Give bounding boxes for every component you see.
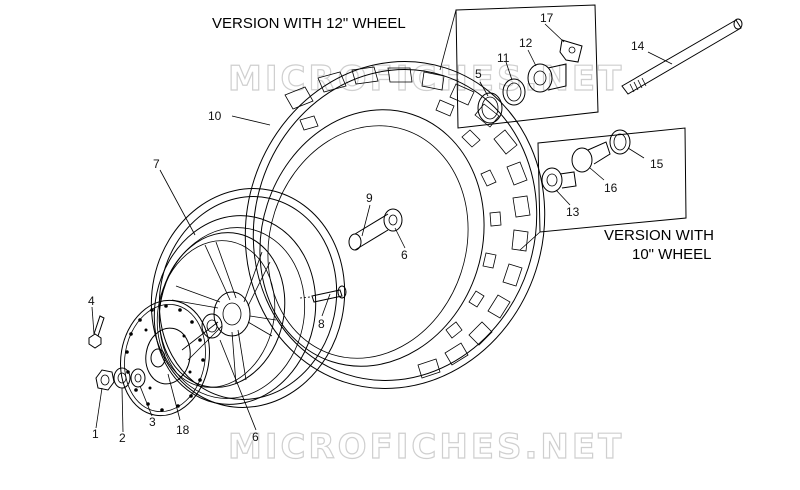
callout-3: 3 — [149, 415, 156, 429]
callout-5: 5 — [475, 67, 482, 81]
speedometer-drive-10 — [541, 167, 577, 193]
valve — [299, 285, 347, 303]
detail-leader-top — [439, 9, 457, 71]
wheel-axle — [621, 18, 743, 95]
bearing-rear — [383, 208, 403, 232]
bearing-ring-12 — [502, 78, 526, 106]
hub-bearing-front — [201, 313, 223, 339]
callout-1: 1 — [92, 427, 99, 441]
detail-box-12-wheel — [455, 4, 599, 129]
heading-version-10-line1: VERSION WITH — [604, 227, 714, 244]
rim — [150, 188, 346, 408]
tyre — [244, 61, 546, 389]
callout-7: 7 — [153, 157, 160, 171]
oil-seal-10 — [609, 129, 631, 155]
callout-17: 17 — [540, 11, 554, 25]
leader-lines — [91, 23, 673, 433]
callout-6-bearing: 6 — [401, 248, 408, 262]
callout-11: 11 — [497, 51, 510, 65]
oil-seal-12 — [477, 92, 503, 124]
callout-12: 12 — [519, 36, 533, 50]
callout-16: 16 — [604, 181, 618, 195]
watermark-bottom: MICROFICHES.NET — [228, 427, 624, 467]
heading-version-10-line2: 10" WHEEL — [632, 246, 712, 263]
speedometer-drive-12 — [527, 63, 567, 93]
callout-15: 15 — [650, 157, 664, 171]
brake-disc — [120, 299, 210, 417]
callout-18: 18 — [176, 423, 190, 437]
callout-8: 8 — [318, 317, 325, 331]
spacer-tube — [348, 213, 389, 251]
detail-leader-bottom — [519, 231, 541, 251]
callout-4: 4 — [88, 294, 95, 308]
disc-screw — [88, 315, 105, 349]
rim-hub — [213, 291, 251, 337]
drive-plate-12 — [559, 39, 583, 63]
spacer-washer — [130, 368, 146, 388]
heading-version-12: VERSION WITH 12" WHEEL — [212, 15, 406, 32]
callout-10: 10 — [208, 109, 222, 123]
callout-14: 14 — [631, 39, 645, 53]
drive-gear-10 — [571, 141, 611, 173]
callout-9: 9 — [366, 191, 373, 205]
callout-6-hub: 6 — [252, 430, 259, 444]
watermark-top: MICROFICHES.NET — [228, 59, 624, 99]
callout-13: 13 — [566, 205, 580, 219]
axle-nut — [95, 369, 115, 391]
callout-2: 2 — [119, 431, 126, 445]
detail-box-10-wheel — [537, 127, 687, 233]
